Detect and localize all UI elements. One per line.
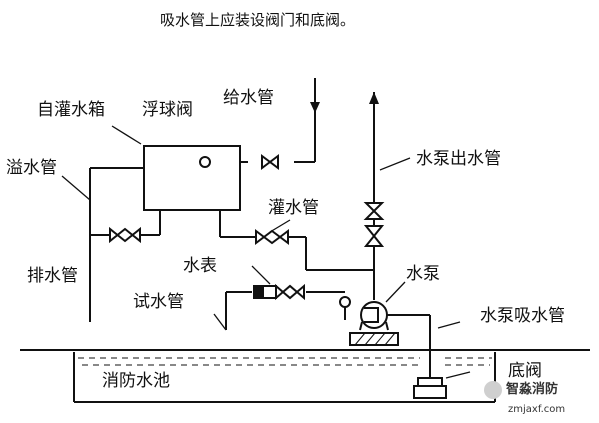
outlet-valve [366,203,382,246]
label-pump-outlet-pipe: 水泵出水管 [416,149,501,169]
caption: 吸水管上应装设阀门和底阀。 [160,11,356,29]
supply-valve [262,156,278,168]
self-fill-tank [144,146,240,210]
label-foot-valve: 底阀 [508,361,542,381]
label-pump-suction-pipe: 水泵吸水管 [480,306,565,326]
label-overflow-pipe: 溢水管 [6,158,57,178]
overflow-pipe-line [62,168,160,322]
water-meter [252,266,304,298]
pump-outlet-line [369,92,410,300]
label-fire-pool: 消防水池 [102,371,170,391]
float-valve-icon [200,157,210,167]
watermark-brand: 智淼消防 [506,382,559,397]
label-supply-pipe: 给水管 [223,88,274,108]
fire-pool [20,350,590,402]
label-water-meter: 水表 [183,256,217,276]
watermark-url: zmjaxf.com [508,404,566,415]
label-float-valve: 浮球阀 [142,100,193,120]
label-drain-pipe: 排水管 [27,266,78,286]
label-pump: 水泵 [406,264,440,284]
watermark-logo-icon [484,381,502,399]
fill-pipe-line [220,210,374,270]
test-pipe-line [214,292,345,330]
label-test-pipe: 试水管 [133,292,184,312]
watermark: 智淼消防 zmjaxf.com [484,378,596,416]
suction-pipe-line [430,315,460,378]
fill-valve [256,231,288,243]
drain-valve [110,229,140,241]
label-fill-pipe: 灌水管 [268,198,319,218]
pump [340,282,430,345]
label-self-fill-tank: 自灌水箱 [37,100,105,120]
foot-valve [414,372,470,398]
